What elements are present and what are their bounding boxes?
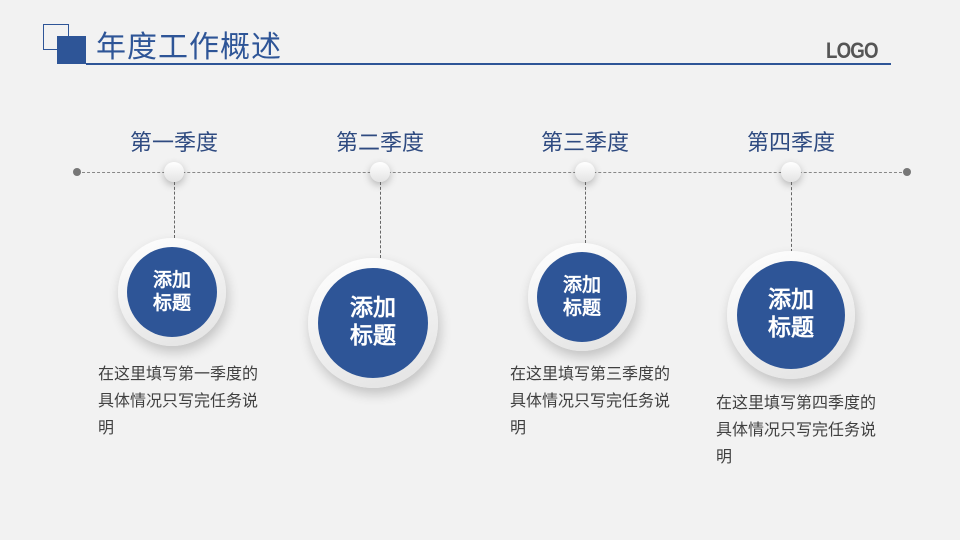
topic-circle-label: 添加 标题 <box>127 247 217 337</box>
quarter-desc-1: 在这里填写第一季度的具体情况只写完任务说明 <box>98 364 259 437</box>
connector-2 <box>380 182 381 258</box>
topic-circle-label: 添加 标题 <box>737 261 845 369</box>
topic-circle-3[interactable]: 添加 标题 <box>528 243 636 351</box>
connector-4 <box>791 182 792 252</box>
timeline-node-1 <box>164 162 184 182</box>
decor-square-filled <box>57 36 86 64</box>
timeline-line <box>77 172 907 173</box>
topic-circle-2[interactable]: 添加 标题 <box>308 258 438 388</box>
quarter-desc-3: 在这里填写第三季度的具体情况只写完任务说明 <box>510 364 671 437</box>
timeline-node-3 <box>575 162 595 182</box>
connector-3 <box>585 182 586 243</box>
quarter-label-3: 第三季度 <box>540 131 629 156</box>
topic-circle-1[interactable]: 添加 标题 <box>118 238 226 346</box>
topic-circle-4[interactable]: 添加 标题 <box>727 251 855 379</box>
timeline-node-4 <box>781 162 801 182</box>
timeline-node-2 <box>370 162 390 182</box>
connector-1 <box>174 182 175 238</box>
quarter-label-2: 第二季度 <box>335 131 424 156</box>
quarter-desc-4: 在这里填写第四季度的具体情况只写完任务说明 <box>716 393 877 466</box>
quarter-label-1: 第一季度 <box>129 131 218 156</box>
topic-circle-label: 添加 标题 <box>318 268 428 378</box>
timeline-start-dot <box>73 168 81 176</box>
timeline-end-dot <box>903 168 911 176</box>
page-title: 年度工作概述 <box>96 30 282 65</box>
quarter-label-4: 第四季度 <box>746 131 835 156</box>
title-underline <box>86 63 891 65</box>
logo: LOGO <box>826 38 879 63</box>
topic-circle-label: 添加 标题 <box>537 252 627 342</box>
